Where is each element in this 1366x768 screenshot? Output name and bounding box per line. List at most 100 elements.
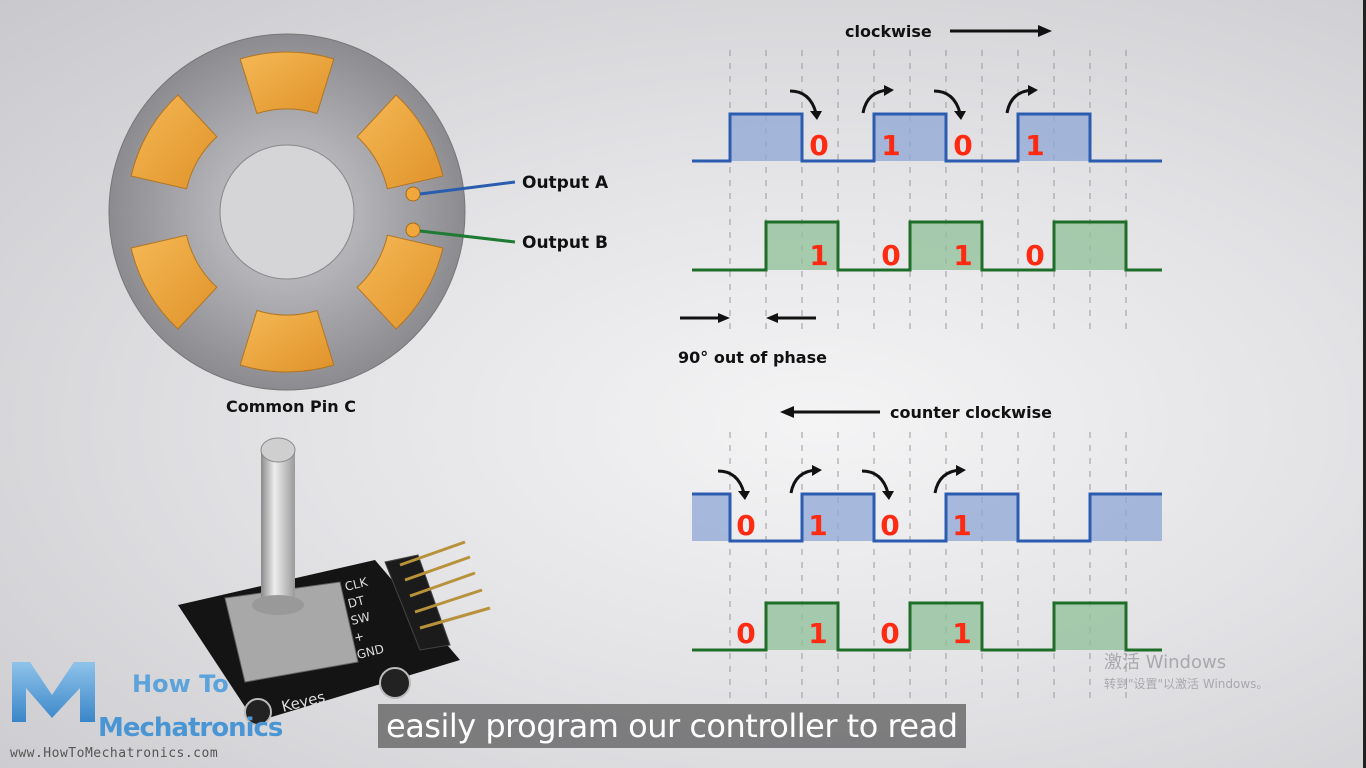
logo-line1: How To (132, 670, 229, 698)
mount-hole-left (244, 698, 272, 726)
signal-line (692, 601, 1162, 652)
phase-label: 90° out of phase (678, 348, 827, 367)
bit-label: 0 (880, 617, 899, 650)
output-a-pin (405, 186, 421, 202)
disc-hole (219, 144, 355, 280)
bit-label: 0 (809, 129, 828, 162)
signal-high-fill (874, 114, 910, 161)
bit-label: 1 (808, 509, 827, 542)
activation-watermark-title: 激活 Windows (1104, 652, 1227, 673)
shaft-top (260, 437, 296, 463)
contact-pad (239, 309, 335, 373)
signal-high-fill (946, 222, 982, 270)
curl-arrow-down-icon (789, 89, 818, 114)
curl-arrow-down-icon (933, 89, 962, 114)
video-subtitle: easily program our controller to read (378, 704, 966, 748)
pin-label: SW (349, 610, 371, 628)
pin-label: GND (355, 642, 385, 662)
counter-clockwise-title: counter clockwise (890, 403, 1052, 422)
mount-hole-right (379, 667, 411, 699)
output-b-pin (405, 222, 421, 238)
shaft-collar (252, 595, 304, 615)
contact-pad (130, 94, 218, 190)
common-pin-label: Common Pin C (226, 397, 356, 416)
signal-high-fill (1054, 114, 1090, 161)
curl-arrow-down-icon (717, 469, 746, 494)
signal-high-fill (802, 222, 838, 270)
signal-high-fill (982, 494, 1018, 541)
bit-label: 1 (952, 617, 971, 650)
contact-pads (130, 51, 444, 373)
contact-pad (239, 51, 335, 115)
logo-m-icon (12, 662, 95, 722)
signal-high-fill (946, 603, 982, 650)
contact-pad (356, 94, 444, 190)
signal-line (692, 112, 1162, 163)
wire-a (419, 180, 516, 196)
activation-watermark-hint: 转到"设置"以激活 Windows。 (1104, 677, 1269, 691)
bit-label: 0 (736, 509, 755, 542)
bit-label: 1 (881, 129, 900, 162)
signal-high-fill (1126, 494, 1162, 541)
bit-label: 1 (808, 617, 827, 650)
ccw-signal-a: 0 1 0 1 (692, 492, 1162, 543)
ccw-signal-b: 0 1 0 1 (692, 601, 1162, 652)
signal-high-fill (838, 494, 874, 541)
encoder-disc: Output A Output B Common Pin C (108, 33, 609, 416)
output-b-label: Output B (522, 233, 608, 253)
bit-label: 0 (1025, 239, 1044, 272)
signal-high-fill (802, 494, 838, 541)
signal-high-fill (1090, 603, 1126, 650)
cw-signal-a: 0 1 0 1 (692, 112, 1162, 163)
signal-high-fill (910, 114, 946, 161)
signal-high-fill (1090, 222, 1126, 270)
signal-high-fill (802, 603, 838, 650)
clockwise-arrow-icon (950, 25, 1052, 37)
howtomechatronics-logo: How To Mechatronics (12, 662, 284, 743)
signal-high-fill (910, 603, 946, 650)
bit-label: 0 (881, 239, 900, 272)
pin-header (384, 554, 451, 651)
signal-high-fill (1054, 603, 1090, 650)
bit-label: 0 (880, 509, 899, 542)
signal-high-fill (766, 114, 802, 161)
transition-arrows (717, 85, 1038, 500)
output-a-label: Output A (522, 173, 609, 193)
signal-high-fill (766, 603, 802, 650)
header-pins (399, 540, 491, 630)
signal-high-fill (1054, 222, 1090, 270)
bit-label: 1 (1025, 129, 1044, 162)
curl-arrow-down-icon (861, 469, 890, 494)
signal-high-fill (766, 222, 802, 270)
signal-line (692, 492, 1162, 543)
signal-high-fill (1018, 114, 1054, 161)
bit-label: 1 (809, 239, 828, 272)
pin-label: DT (346, 593, 366, 611)
phase-arrows (680, 313, 816, 323)
logo-line2: Mechatronics (98, 713, 283, 743)
signal-high-fill (946, 494, 982, 541)
signal-high-fill (730, 114, 766, 161)
contact-pad (356, 234, 444, 330)
logo-url: www.HowToMechatronics.com (10, 746, 219, 761)
bit-label: 0 (953, 129, 972, 162)
counter-clockwise-arrow-icon (780, 406, 880, 418)
window-edge (1363, 0, 1366, 768)
signal-high-fill (692, 494, 730, 541)
signal-line (692, 220, 1162, 272)
signal-high-fill (910, 222, 946, 270)
clockwise-title: clockwise (845, 22, 932, 41)
contact-pad (130, 234, 218, 330)
pin-label: + (352, 629, 365, 645)
bit-label: 0 (736, 617, 755, 650)
bit-label: 1 (952, 509, 971, 542)
signal-high-fill (1090, 494, 1126, 541)
pin-label: CLK (343, 575, 370, 594)
wire-b (419, 229, 516, 244)
timing-grid (729, 50, 1127, 700)
encoder-shaft (261, 450, 295, 605)
